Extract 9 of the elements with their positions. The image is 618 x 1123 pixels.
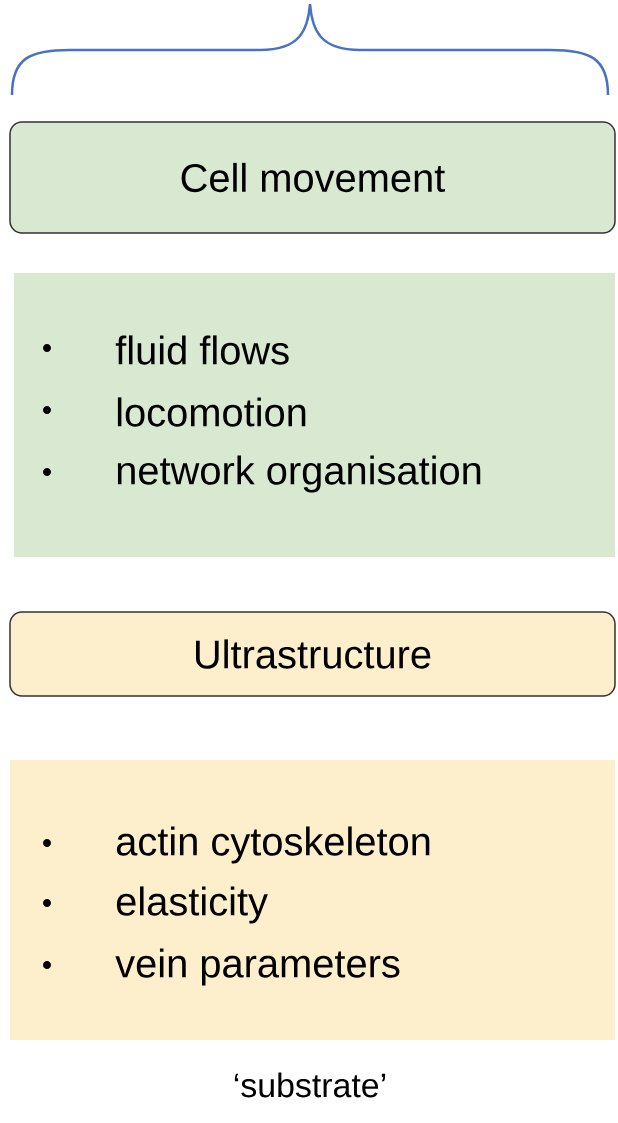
list-item: actin cytoskeleton	[116, 826, 430, 864]
title-box: Cell movement	[9, 121, 616, 234]
list-item: fluid flows	[115, 335, 289, 365]
title-box: Ultrastructure	[9, 611, 616, 697]
list-item: vein parameters	[115, 948, 400, 986]
list-item: network organisation	[117, 455, 481, 493]
list-item: locomotion	[117, 397, 306, 427]
caption-text: ‘substrate’	[234, 1072, 386, 1098]
list-item: elasticity	[116, 886, 268, 924]
